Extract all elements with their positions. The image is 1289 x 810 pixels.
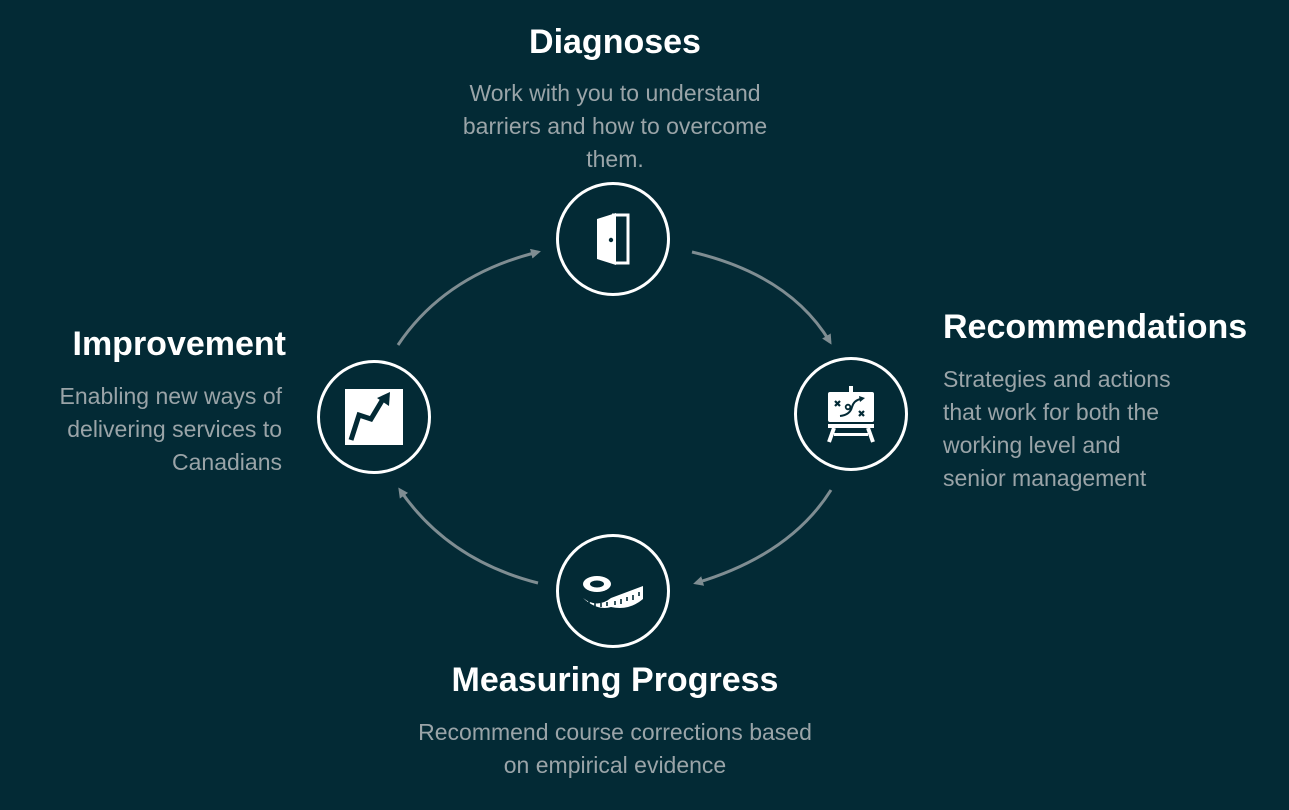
trend-up-icon bbox=[345, 389, 403, 445]
strategy-board-icon bbox=[827, 386, 875, 443]
diagnoses-description: Work with you to understand barriers and… bbox=[462, 80, 768, 172]
diagnoses-title: Diagnoses bbox=[529, 23, 701, 61]
improvement-node[interactable] bbox=[317, 360, 431, 474]
recommendations-node[interactable] bbox=[794, 357, 908, 471]
measuring-progress-node[interactable] bbox=[556, 534, 670, 648]
recommendations-title: Recommendations bbox=[943, 308, 1248, 346]
improvement-title: Improvement bbox=[72, 325, 287, 363]
improvement-description: Enabling new ways of delivering services… bbox=[59, 383, 282, 475]
arrow-recommendations-to-measuring bbox=[693, 489, 833, 586]
measuring-progress-description: Recommend course corrections based on em… bbox=[418, 719, 812, 778]
arrow-improvement-to-diagnoses bbox=[396, 248, 541, 346]
door-icon bbox=[597, 213, 630, 265]
measuring-tape-icon bbox=[583, 576, 643, 608]
arrow-measuring-to-improvement bbox=[398, 487, 539, 585]
measuring-progress-title: Measuring Progress bbox=[451, 661, 779, 699]
recommendations-description: Strategies and actions that work for bot… bbox=[943, 366, 1171, 491]
arrow-diagnoses-to-recommendations bbox=[691, 250, 832, 345]
diagnoses-node[interactable] bbox=[556, 182, 670, 296]
